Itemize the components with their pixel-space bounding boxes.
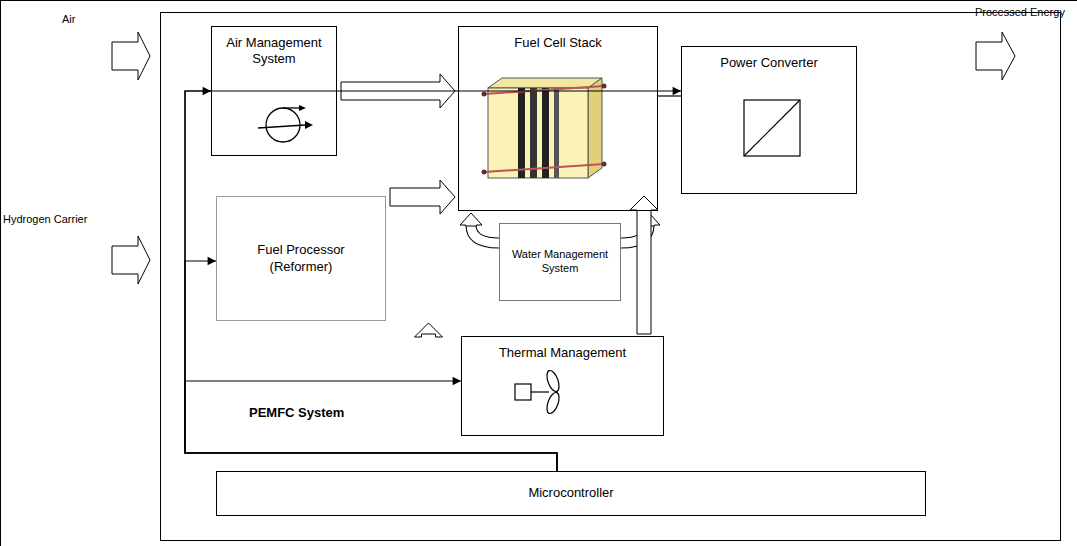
- process-box: Fuel Processor (Reformer): [216, 196, 386, 321]
- connector-part: [673, 87, 681, 95]
- connector-part: [471, 225, 499, 243]
- connector-part: [390, 180, 455, 214]
- connector-part: [460, 213, 482, 226]
- node-text: Water Management System: [510, 248, 610, 276]
- stack-box: Fuel Cell Stack: [458, 26, 658, 211]
- connector-part: [185, 261, 557, 471]
- connector: [185, 257, 557, 471]
- node-text: Power Converter: [720, 55, 818, 71]
- stack-illustration: [482, 78, 607, 178]
- connector: [658, 96, 681, 97]
- system-boundary: PEMFC System Air Management System Fuel Ce…: [160, 12, 1061, 541]
- connector-part: [185, 91, 557, 471]
- connector-part: [185, 381, 557, 471]
- connector: [185, 87, 681, 471]
- connector-part: [658, 95, 681, 96]
- converter-symbol: [744, 100, 800, 156]
- connector: [185, 87, 557, 471]
- io-label: Air: [62, 13, 75, 25]
- node-text: Fuel Cell Stack: [514, 35, 601, 51]
- connector: [460, 213, 660, 243]
- connector: [630, 196, 658, 334]
- node-text: Thermal Management: [499, 345, 626, 361]
- connector-part: [208, 257, 216, 265]
- frame-line: [0, 0, 1, 546]
- node-text: Fuel Processor (Reformer): [246, 242, 356, 275]
- controller-bar: Microcontroller: [216, 471, 926, 516]
- pump-icon: [258, 105, 313, 142]
- process-box: Water Management System: [499, 223, 621, 301]
- connector-part: [630, 196, 658, 334]
- output-arrow: [976, 32, 1015, 80]
- process-box: Air Management System: [211, 26, 337, 156]
- node-text: Air Management System: [218, 35, 330, 68]
- process-box: Thermal Management: [461, 336, 664, 436]
- connector-part: [415, 323, 443, 337]
- process-box: Power Converter: [681, 46, 857, 194]
- frame-line: [0, 0, 1077, 1]
- connector-part: [453, 377, 461, 385]
- connector: [390, 180, 455, 214]
- connector: [185, 377, 557, 471]
- input-arrow: [112, 236, 150, 284]
- io-label: Processed Energy: [975, 6, 1065, 18]
- connector-part: [471, 225, 499, 243]
- connector-part: [185, 91, 681, 471]
- io-label: Hydrogen Carrier: [3, 213, 87, 225]
- fan-icon: [515, 369, 561, 415]
- input-arrow: [112, 32, 150, 80]
- node-text: Microcontroller: [528, 485, 613, 501]
- connector: [415, 323, 443, 337]
- node-text: PEMFC System: [249, 405, 344, 421]
